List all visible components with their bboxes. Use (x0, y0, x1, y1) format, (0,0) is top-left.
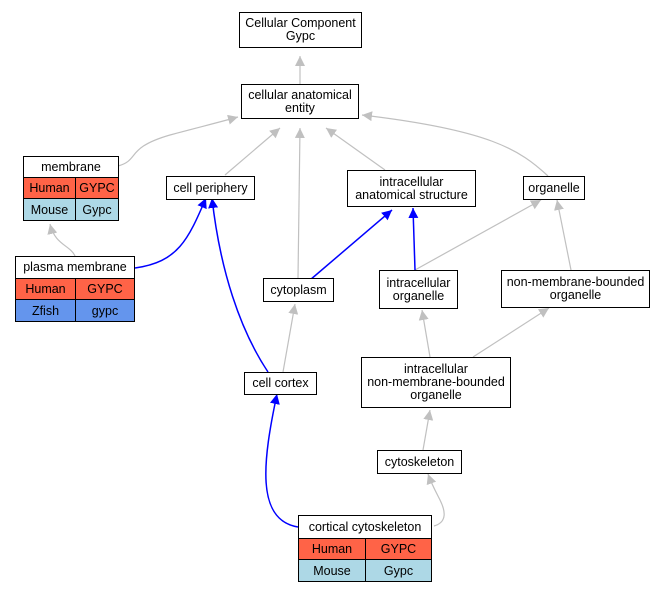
node-label: organelle (392, 288, 445, 303)
node-cortical-cytoskeleton[interactable]: cortical cytoskeleton (298, 515, 432, 539)
ortholog-zfish-gene: gypc (75, 299, 135, 322)
ortholog-mouse-species: Mouse (298, 559, 366, 582)
edge-corticalcs-to-cytoskeleton (426, 473, 445, 527)
node-label: intracellular (404, 362, 468, 376)
node-label: entity (285, 100, 315, 115)
edge-cellcortex-to-cellperiphery (208, 197, 269, 373)
edge-cytoplasm-to-ias (309, 209, 393, 281)
node-plasma-membrane[interactable]: plasma membrane (15, 256, 135, 279)
node-label: Gypc (285, 29, 316, 43)
node-label: plasma membrane (23, 260, 127, 274)
edge-intraorganelle-to-organelle (414, 199, 542, 271)
ortholog-mouse-gene: Gypc (75, 198, 119, 221)
edge-plasmamembrane-to-cellperiphery (134, 197, 207, 269)
node-label: membrane (41, 159, 101, 174)
ortholog-mouse-gene: Gypc (365, 559, 432, 582)
edge-cellperiphery-to-cae (224, 127, 281, 176)
ortholog-zfish-species: Zfish (15, 299, 76, 322)
node-label: intracellular (379, 174, 444, 189)
node-label: cell periphery (173, 180, 248, 195)
node-label: non-membrane-bounded (506, 275, 645, 289)
ortholog-human-species: Human (298, 538, 366, 560)
node-label: cortical cytoskeleton (308, 519, 422, 534)
ortholog-human-species: Human (23, 177, 76, 199)
edge-nmbo-to-organelle (554, 199, 572, 271)
ortholog-human-species: Human (15, 278, 76, 300)
ortholog-mouse-species: Mouse (23, 198, 76, 221)
edge-cellcortex-to-cytoplasm (282, 303, 299, 373)
ortholog-human-gene: GYPC (75, 177, 119, 199)
ortholog-human-gene: GYPC (75, 278, 135, 300)
node-cell-periphery[interactable]: cell periphery (166, 176, 255, 200)
edge-plasmamembrane-to-membrane (47, 223, 76, 257)
edge-inmbo-to-nmbo (472, 307, 550, 358)
node-label: organelle (410, 388, 462, 402)
node-label: intracellular (386, 275, 451, 290)
ortholog-human-gene: GYPC (365, 538, 432, 560)
node-label: cytoplasm (270, 282, 327, 297)
node-label: organelle (549, 288, 602, 302)
node-membrane[interactable]: membrane (23, 156, 119, 178)
node-cytoplasm[interactable]: cytoplasm (263, 278, 334, 302)
node-label: Cellular Component (245, 16, 356, 30)
node-label: cytoskeleton (384, 454, 455, 469)
edge-cytoskeleton-to-inmbo (422, 409, 434, 451)
node-cell-cortex[interactable]: cell cortex (244, 372, 317, 395)
node-organelle[interactable]: organelle (523, 176, 585, 200)
node-label: anatomical structure (355, 187, 468, 202)
node-label: cell cortex (252, 376, 309, 390)
edge-membrane-to-cae (117, 114, 239, 167)
node-cytoskeleton[interactable]: cytoskeleton (377, 450, 462, 474)
node-label: organelle (528, 180, 580, 195)
edge-intraorganelle-to-ias (408, 207, 419, 271)
node-label: cellular anatomical (248, 87, 352, 102)
edge-corticalcs-to-cellcortex (265, 393, 299, 528)
edge-organelle-to-cae (361, 111, 549, 177)
edge-cytoplasm-to-cae (294, 127, 305, 279)
edge-inmbo-to-intraorganelle (418, 309, 431, 358)
edge-ias-to-cae (325, 127, 386, 171)
node-label: non-membrane-bounded (367, 375, 505, 389)
